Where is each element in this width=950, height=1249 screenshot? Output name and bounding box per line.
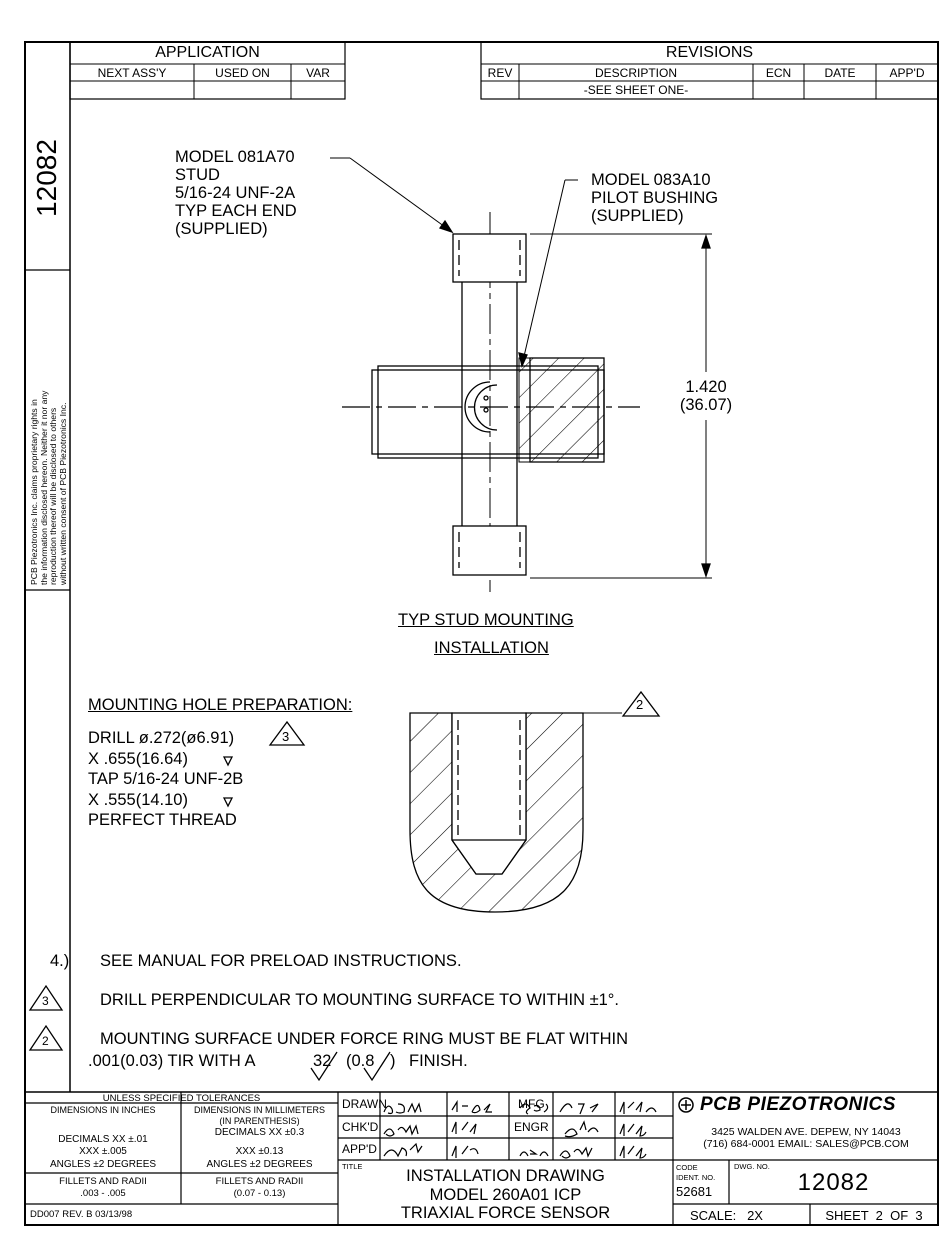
callout-line: 5/16-24 UNF-2A <box>175 184 296 202</box>
hole-prep-line: PERFECT THREAD <box>88 811 237 829</box>
dwg-no-label: DWG. NO. <box>734 1162 770 1171</box>
title-line: INSTALLATION DRAWING <box>406 1167 605 1185</box>
roughness-um-close: ) <box>390 1052 396 1070</box>
note-2-line-1: MOUNTING SURFACE UNDER FORCE RING MUST B… <box>100 1030 629 1048</box>
revisions-table-lines <box>480 41 939 100</box>
company-name: PCB PIEZOTRONICS <box>700 1094 896 1115</box>
roughness-finish: FINISH. <box>409 1052 468 1070</box>
company-contact: (716) 684-0001 EMAIL: SALES@PCB.COM <box>703 1138 909 1150</box>
revisions-col-rev: REV <box>487 66 513 80</box>
callout-line: PILOT BUSHING <box>591 189 719 207</box>
note-2-flag-number: 2 <box>42 1034 49 1048</box>
tol-inch-fillets: FILLETS AND RADII <box>59 1176 147 1187</box>
note-flags <box>28 984 391 1082</box>
tol-inch-decimals: DECIMALS XX ±.01 <box>58 1134 148 1145</box>
surface-flag-number: 2 <box>636 697 644 712</box>
callout-line: STUD <box>175 166 220 184</box>
tol-mm-header-1: DIMENSIONS IN MILLIMETERS <box>193 1105 326 1115</box>
title-line: TRIAXIAL FORCE SENSOR <box>400 1204 611 1222</box>
proprietary-line: without written consent of PCB Piezotron… <box>57 402 68 585</box>
label-mfg: MFG <box>518 1097 545 1111</box>
roughness-inches: 32 <box>313 1052 332 1070</box>
drill-flag-number: 3 <box>282 729 290 744</box>
revisions-col-date: DATE <box>824 66 856 80</box>
revisions-col-appd: APP'D <box>889 66 925 80</box>
label-chkd: CHK'D <box>342 1120 379 1134</box>
revisions-title: REVISIONS <box>665 44 754 61</box>
application-col-used-on: USED ON <box>215 66 270 80</box>
installation-caption-2: INSTALLATION <box>434 639 549 657</box>
label-title: TITLE <box>342 1162 363 1171</box>
tol-inch-angles: ANGLES ±2 DEGREES <box>49 1159 157 1170</box>
tol-mm-fillets: FILLETS AND RADII <box>215 1176 304 1187</box>
hole-prep-line: X .655(16.64) <box>88 749 188 768</box>
tolerance-title: UNLESS SPECIFIED TOLERANCES <box>102 1093 261 1104</box>
side-drawing-number: 12082 <box>31 139 62 217</box>
hole-section-view <box>222 690 661 913</box>
label-engr: ENGR <box>514 1120 549 1134</box>
tol-mm-angles: ANGLES ±2 DEGREES <box>206 1159 313 1170</box>
note-4-number: 4.) <box>50 952 70 970</box>
callout-line: MODEL 083A10 <box>591 171 711 189</box>
signatures <box>383 1099 657 1159</box>
bushing-callout: MODEL 083A10 PILOT BUSHING (SUPPLIED) <box>591 171 718 225</box>
form-revision: DD007 REV. B 03/13/98 <box>30 1209 133 1220</box>
tol-inch-decimals-xxx: XXX ±.005 <box>79 1146 127 1157</box>
installation-caption-1: TYP STUD MOUNTING <box>398 611 574 629</box>
hole-prep-title: MOUNTING HOLE PREPARATION: <box>88 696 353 714</box>
application-title: APPLICATION <box>155 44 260 61</box>
ident-label: IDENT. NO. <box>676 1173 716 1182</box>
title-line: MODEL 260A01 ICP <box>429 1185 582 1204</box>
revisions-col-ecn: ECN <box>765 66 792 80</box>
hole-prep-steps: DRILL ø.272(ø6.91) X .655(16.64) TAP 5/1… <box>88 728 243 831</box>
proprietary-note: PCB Piezotronics Inc. claims proprietary… <box>29 275 68 585</box>
tol-inch-header: DIMENSIONS IN INCHES <box>50 1105 156 1115</box>
note-4-text: SEE MANUAL FOR PRELOAD INSTRUCTIONS. <box>100 952 462 970</box>
revisions-col-description: DESCRIPTION <box>594 66 677 80</box>
company-address: 3425 WALDEN AVE. DEPEW, NY 14043 <box>711 1126 901 1138</box>
note-3-text: DRILL PERPENDICULAR TO MOUNTING SURFACE … <box>100 991 619 1009</box>
tol-mm-decimals-xxx: XXX ±0.13 <box>235 1146 284 1157</box>
application-col-next-assy: NEXT ASS'Y <box>97 66 167 80</box>
callout-line: MODEL 081A70 <box>175 148 295 166</box>
label-drawn: DRAWN <box>342 1097 387 1111</box>
installation-view <box>330 157 712 592</box>
height-dimension: 1.420 (36.07) <box>666 378 746 414</box>
note-2-line-2: .001(0.03) TIR WITH A <box>88 1052 256 1070</box>
callout-line: (SUPPLIED) <box>175 220 268 238</box>
drawing-scale: SCALE: 2X <box>690 1208 763 1223</box>
label-appd: APP'D <box>342 1142 377 1156</box>
tol-mm-header-2: (IN PARENTHESIS) <box>219 1116 300 1126</box>
title-block-lines <box>25 1091 938 1225</box>
hole-prep-line: DRILL ø.272(ø6.91) <box>88 729 235 747</box>
note-3-flag-number: 3 <box>42 994 49 1008</box>
callout-line: TYP EACH END <box>175 202 297 220</box>
tol-inch-fillets-range: .003 - .005 <box>80 1188 126 1199</box>
stud-callout: MODEL 081A70 STUD 5/16-24 UNF-2A TYP EAC… <box>175 148 297 238</box>
dimension-inches: 1.420 <box>685 378 727 396</box>
hole-prep-line: TAP 5/16-24 UNF-2B <box>88 770 244 788</box>
tol-mm-decimals: DECIMALS XX ±0.3 <box>214 1127 305 1138</box>
roughness-um: (0.8 <box>346 1052 375 1070</box>
drawing-title: INSTALLATION DRAWING MODEL 260A01 ICP TR… <box>338 1167 673 1223</box>
dimension-mm: (36.07) <box>679 396 733 414</box>
callout-line: (SUPPLIED) <box>591 207 684 225</box>
application-col-var: VAR <box>306 66 330 80</box>
code-ident-number: 52681 <box>676 1184 713 1199</box>
application-table-lines <box>69 41 346 100</box>
pcb-logo-mark <box>678 1097 694 1113</box>
code-label: CODE <box>676 1163 698 1172</box>
tol-mm-fillets-range: (0.07 - 0.13) <box>233 1188 286 1199</box>
hole-prep-line: X .555(14.10) <box>88 790 188 809</box>
revisions-see-sheet-one: -SEE SHEET ONE- <box>583 83 689 97</box>
drawing-number: 12082 <box>797 1169 870 1196</box>
sheet-number: SHEET 2 OF 3 <box>825 1208 923 1223</box>
